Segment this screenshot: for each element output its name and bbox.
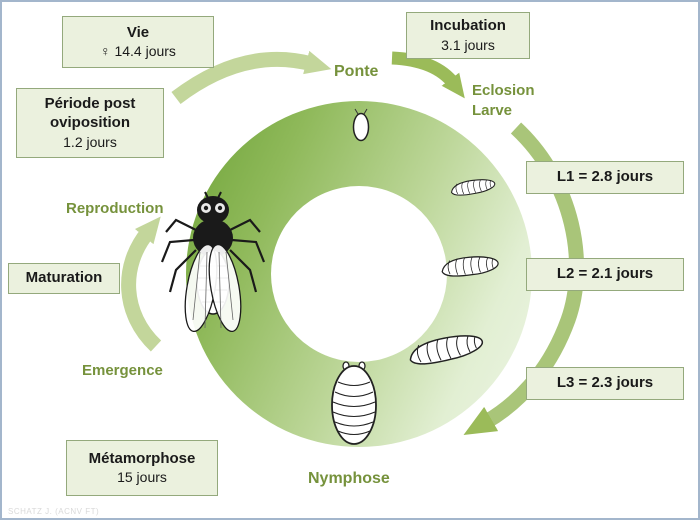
l2-duration-box: L2 = 2.1 jours [526, 258, 684, 291]
incubation-box: Incubation 3.1 jours [406, 12, 530, 59]
adult-fly-illustration [160, 191, 266, 333]
metamorphose-box: Métamorphose 15 jours [66, 440, 218, 496]
vie-box: Vie ♀ 14.4 jours [62, 16, 214, 68]
pupa-illustration [331, 361, 377, 445]
larva-l3-icon [402, 326, 490, 371]
stage-reproduction: Reproduction [66, 200, 164, 217]
ring-center [271, 186, 447, 362]
stage-eclosion: Eclosion [472, 82, 535, 99]
adult-fly-icon [160, 190, 266, 338]
periode-line1: Période post [44, 95, 136, 113]
l3-duration-box: L3 = 2.3 jours [526, 367, 684, 400]
periode-post-oviposition-box: Période post oviposition 1.2 jours [16, 88, 164, 158]
maturation-box: Maturation [8, 263, 120, 294]
l1-label: L1 = 2.8 jours [556, 168, 654, 186]
larva-l3-illustration [409, 335, 483, 365]
l3-label: L3 = 2.3 jours [556, 374, 654, 392]
stage-nymphose: Nymphose [308, 470, 390, 487]
egg-icon [351, 108, 371, 142]
metamorphose-value: 15 jours [117, 469, 167, 486]
stage-ponte: Ponte [334, 63, 379, 80]
stage-larve: Larve [472, 102, 513, 119]
periode-line2: oviposition [50, 113, 130, 131]
l2-label: L2 = 2.1 jours [556, 265, 654, 283]
arrow-emergence-to-reproduction [121, 216, 162, 352]
vie-value: ♀ 14.4 jours [100, 43, 176, 60]
fly-head [197, 196, 229, 224]
vie-title: Vie [126, 23, 150, 41]
fly-legs [160, 218, 266, 293]
metamorphose-title: Métamorphose [88, 449, 196, 467]
watermark: SCHATZ J. (ACNV FT) [8, 507, 100, 516]
pupa-icon [326, 358, 382, 448]
periode-value: 1.2 jours [63, 133, 117, 150]
incubation-title: Incubation [430, 17, 506, 35]
fly-wings [184, 243, 242, 333]
egg-illustration [352, 108, 370, 142]
stage-emergence: Emergence [82, 362, 163, 379]
l1-duration-box: L1 = 2.8 jours [526, 161, 684, 194]
maturation-label: Maturation [25, 269, 103, 287]
incubation-value: 3.1 jours [441, 36, 495, 53]
arrow-ponte-to-eclosion [391, 51, 465, 99]
